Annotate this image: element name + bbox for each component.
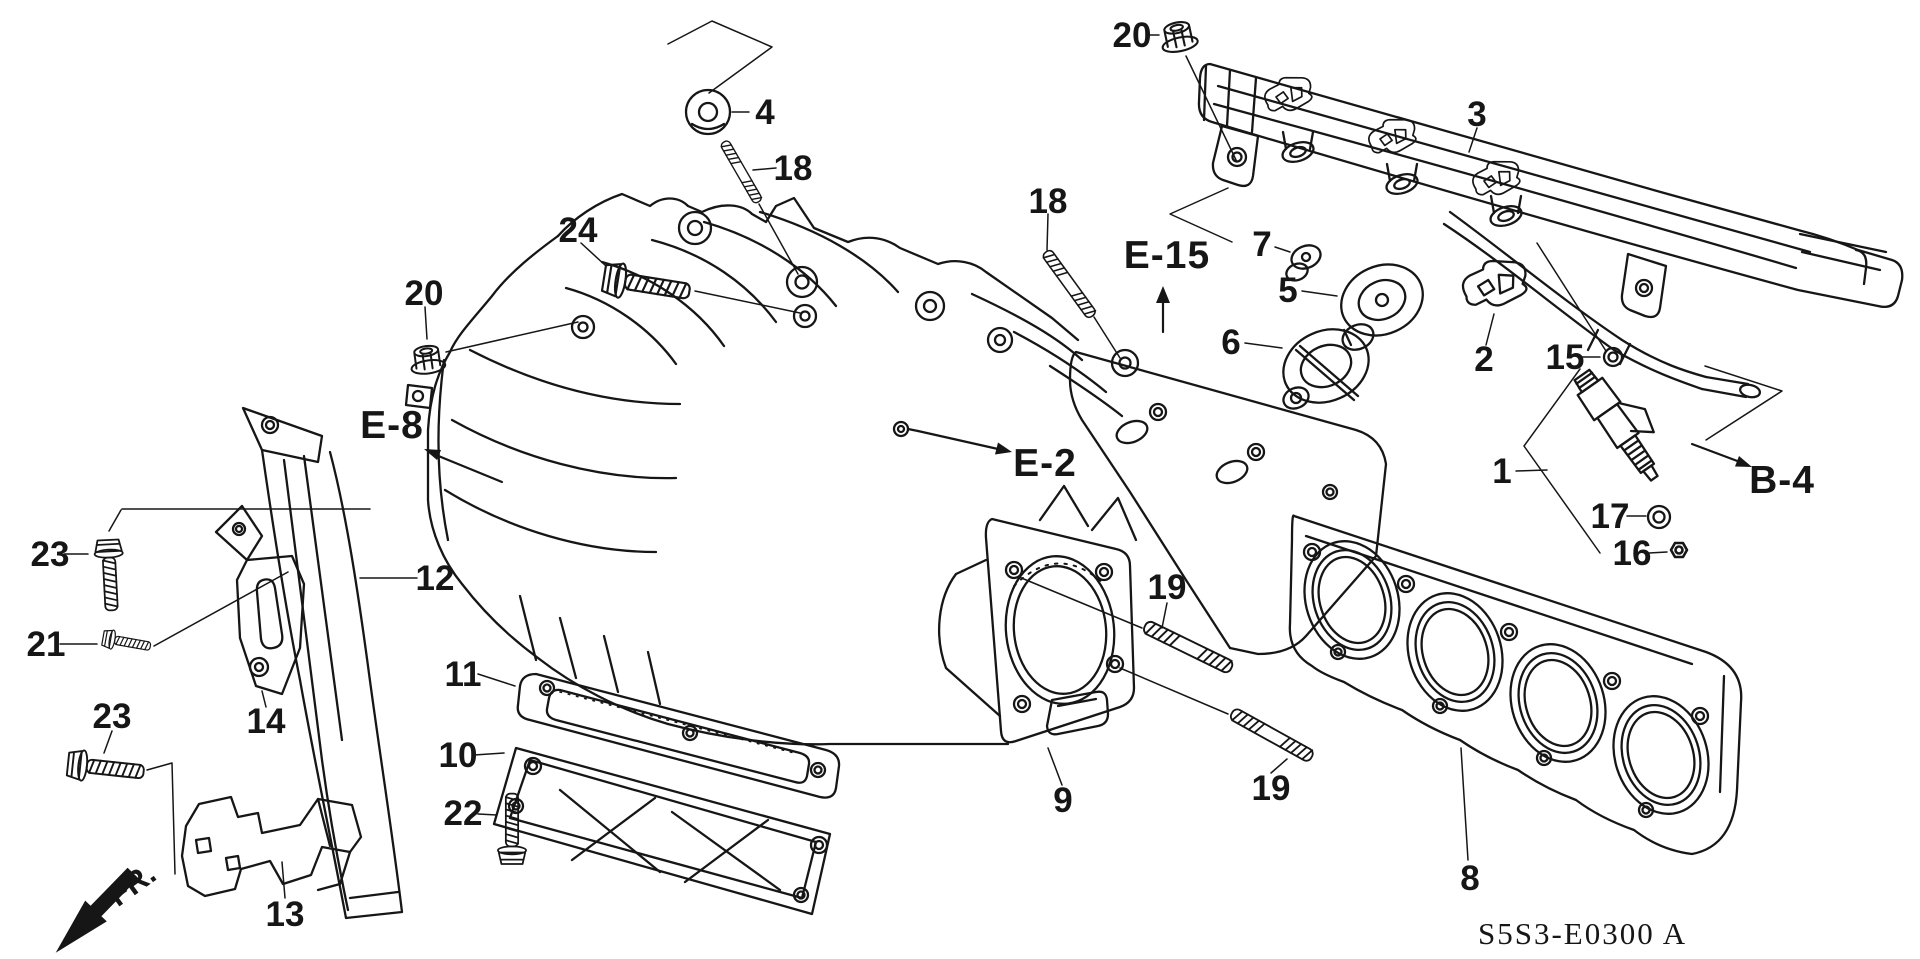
callout-18-stud-left: 18 [774, 149, 813, 188]
callout-4-grommet: 4 [755, 93, 775, 132]
callout-20-rail-nut: 20 [1113, 16, 1152, 55]
labels: 20 4 18 24 20 18 3 7 5 6 2 15 1 17 16 23… [27, 16, 1815, 951]
callout-11-gasket: 11 [445, 655, 482, 694]
e15-arrow-icon [1156, 286, 1170, 334]
callout-10-cover: 10 [439, 736, 478, 775]
pressure-regulator-5 [1340, 263, 1424, 351]
vacuum-actuator-6 [1282, 328, 1370, 410]
callout-13-bracket: 13 [266, 895, 305, 934]
callout-14-bracket: 14 [247, 702, 286, 741]
fuel-injector-1 [1573, 368, 1659, 482]
callout-15-o-ring: 15 [1546, 338, 1585, 377]
fr-direction-arrow-icon [55, 867, 139, 953]
callout-16-cushion: 16 [1613, 534, 1652, 573]
stud-18-left [719, 138, 764, 205]
bracket-14 [214, 504, 306, 696]
throttle-body-flange [938, 484, 1138, 744]
stud-19-lower [1227, 706, 1316, 764]
ref-label-b4: B-4 [1749, 459, 1815, 502]
injector-cup [1489, 194, 1523, 228]
o-ring-15 [1602, 346, 1624, 368]
ref-label-e15: E-15 [1124, 234, 1210, 277]
bolt-23-lower [65, 747, 147, 789]
callout-1-injector: 1 [1492, 452, 1511, 491]
bolt-21 [100, 627, 153, 657]
bolt-23-upper [92, 538, 127, 613]
e2-arrow-icon [916, 429, 1012, 455]
callout-19-stud-upper: 19 [1148, 568, 1187, 607]
grommet-4 [684, 88, 732, 136]
callout-18-stud-right: 18 [1029, 182, 1068, 221]
callout-17-seal-ring: 17 [1591, 497, 1630, 536]
vacuum-nipple [892, 420, 920, 438]
cushion-ring-16 [1669, 541, 1689, 559]
leader-lines [59, 20, 1783, 899]
callout-22-bolt: 22 [444, 794, 483, 833]
stud-19-upper [1140, 618, 1236, 676]
nut-20-manifold [407, 342, 448, 377]
ref-label-e8: E-8 [360, 404, 424, 447]
callout-2-clip: 2 [1474, 340, 1493, 379]
callout-5-regulator: 5 [1278, 271, 1297, 310]
callout-20-manifold-nut: 20 [405, 274, 444, 313]
callout-6-actuator: 6 [1221, 323, 1240, 362]
callout-24-bolt: 24 [559, 211, 598, 250]
bracket-13 [180, 795, 363, 898]
callout-19-stud-lower: 19 [1252, 769, 1291, 808]
callout-7-damper: 7 [1252, 225, 1271, 264]
injector-cup [1281, 130, 1315, 164]
bolt-24 [600, 259, 694, 310]
callout-23-bolt-lower: 23 [93, 697, 132, 736]
callout-8-gasket: 8 [1460, 859, 1479, 898]
reference-arrows [55, 286, 1752, 953]
callout-12-bracket: 12 [416, 559, 455, 598]
intake-manifold-body [404, 192, 1140, 746]
ref-label-e2: E-2 [1013, 442, 1077, 485]
injector-cup [1385, 162, 1419, 196]
seal-ring-17 [1646, 504, 1672, 530]
nut-20-rail [1156, 17, 1201, 56]
rail-clip-icon [1467, 153, 1526, 203]
bracket-stay-12 [241, 406, 404, 920]
diagram-code: S5S3-E0300 A [1478, 916, 1687, 951]
pulsation-damper-7 [1285, 244, 1322, 282]
manifold-port-flange [970, 292, 1388, 656]
callout-3-fuel-rail: 3 [1467, 95, 1486, 134]
callout-9-gasket: 9 [1053, 781, 1072, 820]
stud-18-right [1040, 247, 1098, 321]
chamber-cover-10 [492, 746, 832, 916]
injector-clip-2 [1456, 251, 1534, 315]
intake-manifold-gasket-8 [1288, 514, 1743, 856]
e8-arrow-icon [424, 449, 504, 484]
chamber-gasket-11 [516, 672, 841, 799]
b4-arrow-icon [1690, 442, 1752, 467]
callout-21-bolt: 21 [27, 625, 66, 664]
callout-23-bolt-upper: 23 [31, 535, 70, 574]
